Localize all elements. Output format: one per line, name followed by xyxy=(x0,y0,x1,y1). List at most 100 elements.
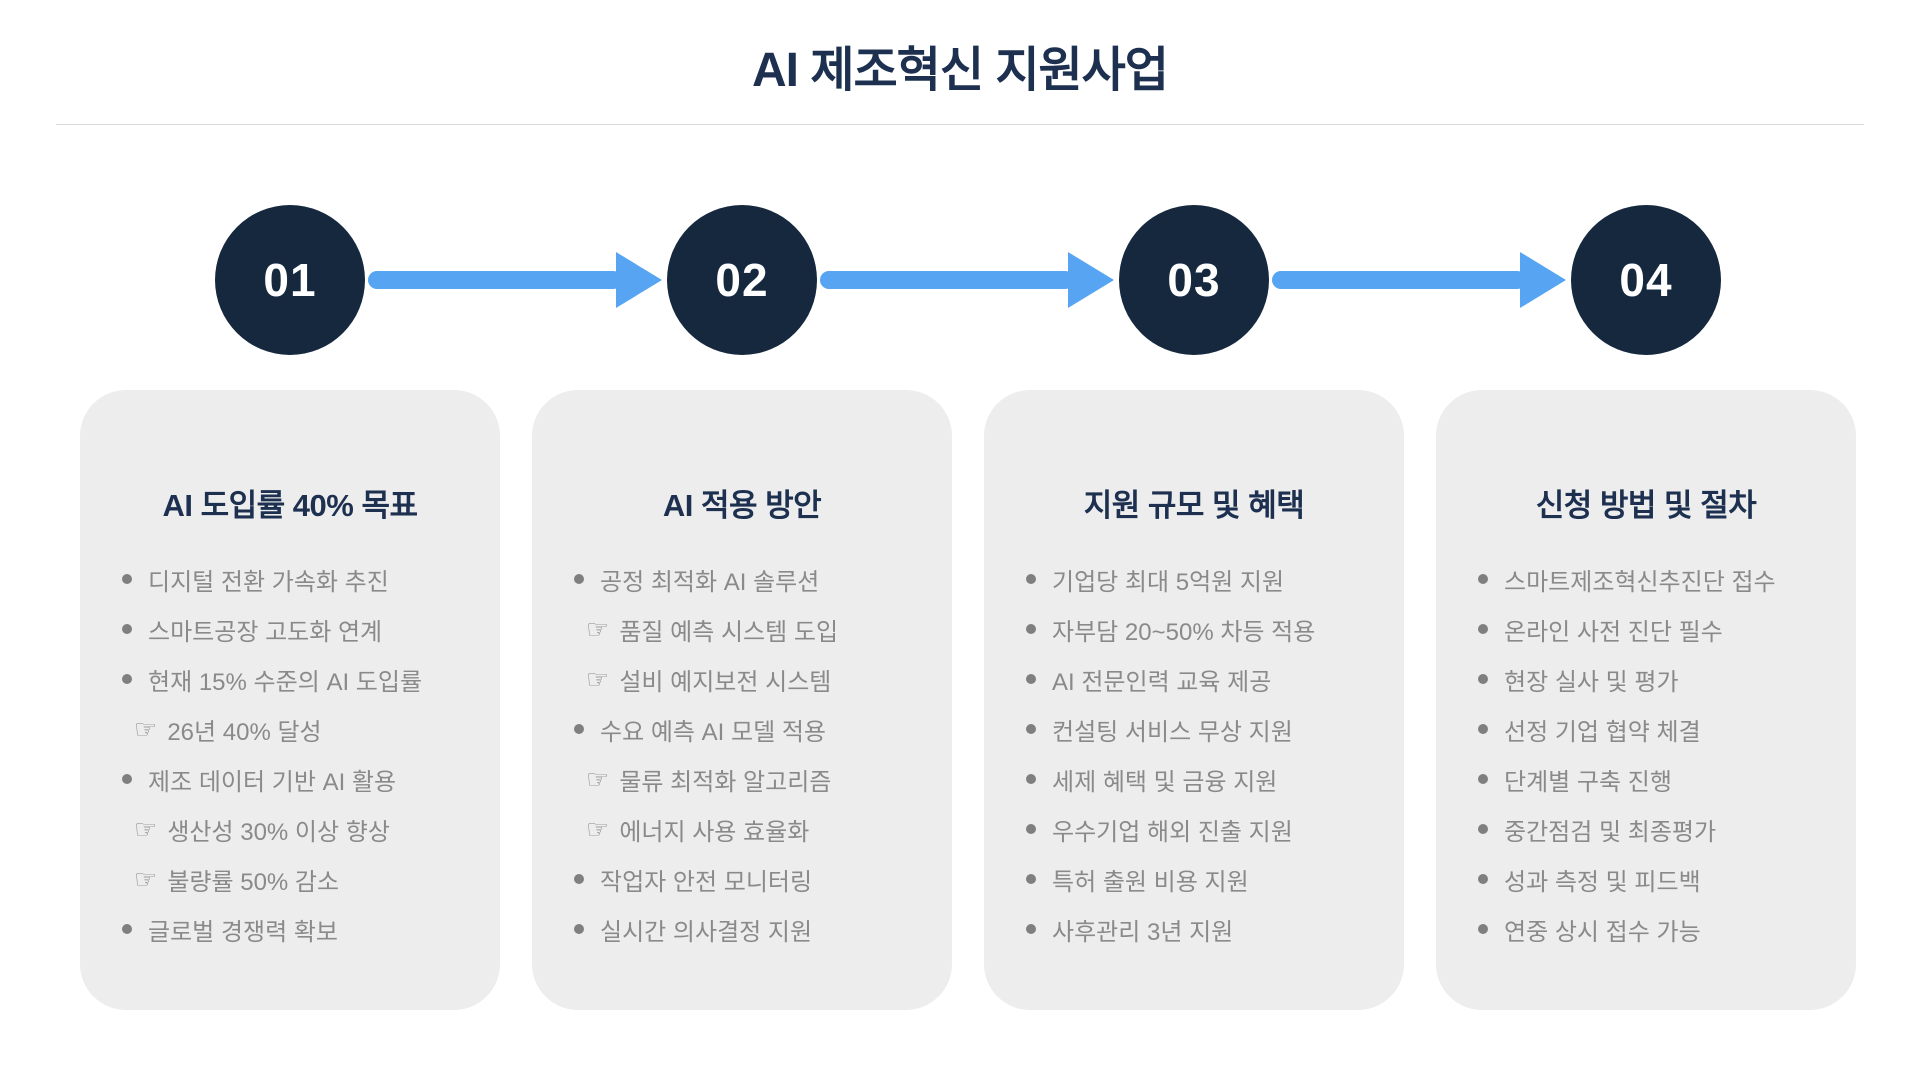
sub-list-item: ☞ 품질 예측 시스템 도입 xyxy=(532,604,952,654)
pointing-hand-icon: ☞ xyxy=(586,664,610,694)
list-item: 기업당 최대 5억원 지원 xyxy=(984,554,1404,604)
step-card-04: 신청 방법 및 절차 스마트제조혁신추진단 접수 온라인 사전 진단 필수 현장… xyxy=(1436,390,1856,1010)
list-item-text: 특허 출원 비용 지원 xyxy=(1052,868,1249,896)
bullet-icon xyxy=(1026,774,1036,784)
step-card-03: 지원 규모 및 혜택 기업당 최대 5억원 지원 자부담 20~50% 차등 적… xyxy=(984,390,1404,1010)
list-item-text: 연중 상시 접수 가능 xyxy=(1504,918,1701,946)
step-number: 01 xyxy=(263,254,317,306)
list-item-text: 단계별 구축 진행 xyxy=(1504,768,1672,796)
list-item-text: 물류 최적화 알고리즘 xyxy=(619,768,832,796)
list-item-text: 성과 측정 및 피드백 xyxy=(1504,868,1701,896)
bullet-icon xyxy=(1478,674,1488,684)
bullet-icon xyxy=(1026,624,1036,634)
list-item-text: 현장 실사 및 평가 xyxy=(1504,668,1679,696)
page-title: AI 제조혁신 지원사업 xyxy=(752,44,1169,97)
list-item: 자부담 20~50% 차등 적용 xyxy=(984,604,1404,654)
list-item-text: 자부담 20~50% 차등 적용 xyxy=(1052,618,1316,646)
list-item-text: 생산성 30% 이상 향상 xyxy=(167,818,390,846)
arrow-right-icon xyxy=(820,252,1114,308)
list-item: 중간점검 및 최종평가 xyxy=(1436,804,1856,854)
pointing-hand-icon: ☞ xyxy=(134,714,158,744)
bullet-icon xyxy=(1026,724,1036,734)
list-item-text: 불량률 50% 감소 xyxy=(167,868,340,896)
bullet-icon xyxy=(1478,724,1488,734)
list-item-text: 온라인 사전 진단 필수 xyxy=(1504,618,1723,646)
list-item: 성과 측정 및 피드백 xyxy=(1436,854,1856,904)
arrow-shaft xyxy=(368,271,622,289)
list-item: 컨설팅 서비스 무상 지원 xyxy=(984,704,1404,754)
list-item: 단계별 구축 진행 xyxy=(1436,754,1856,804)
step-number: 04 xyxy=(1619,254,1673,306)
sub-list-item: ☞ 생산성 30% 이상 향상 xyxy=(80,804,500,854)
bullet-icon xyxy=(1026,824,1036,834)
card-list: 스마트제조혁신추진단 접수 온라인 사전 진단 필수 현장 실사 및 평가 선정… xyxy=(1436,554,1856,954)
pointing-hand-icon: ☞ xyxy=(586,764,610,794)
sub-list-item: ☞ 물류 최적화 알고리즘 xyxy=(532,754,952,804)
pointing-hand-icon: ☞ xyxy=(586,614,610,644)
list-item: 사후관리 3년 지원 xyxy=(984,904,1404,954)
list-item-text: 제조 데이터 기반 AI 활용 xyxy=(148,768,397,796)
bullet-icon xyxy=(1026,924,1036,934)
bullet-icon xyxy=(122,624,132,634)
pointing-hand-icon: ☞ xyxy=(586,814,610,844)
list-item-text: 글로벌 경쟁력 확보 xyxy=(148,918,338,946)
arrow-right-icon xyxy=(1272,252,1566,308)
bullet-icon xyxy=(1478,924,1488,934)
list-item-text: 26년 40% 달성 xyxy=(167,718,322,746)
sub-list-item: ☞ 불량률 50% 감소 xyxy=(80,854,500,904)
list-item-text: 실시간 의사결정 지원 xyxy=(600,918,813,946)
list-item: 제조 데이터 기반 AI 활용 xyxy=(80,754,500,804)
list-item: 수요 예측 AI 모델 적용 xyxy=(532,704,952,754)
list-item-text: 사후관리 3년 지원 xyxy=(1052,918,1234,946)
arrow-right-icon xyxy=(368,252,662,308)
list-item: 작업자 안전 모니터링 xyxy=(532,854,952,904)
list-item: 글로벌 경쟁력 확보 xyxy=(80,904,500,954)
pointing-hand-icon: ☞ xyxy=(134,864,158,894)
card-title: 지원 규모 및 혜택 xyxy=(1083,488,1305,523)
list-item: 세제 혜택 및 금융 지원 xyxy=(984,754,1404,804)
list-item: 스마트제조혁신추진단 접수 xyxy=(1436,554,1856,604)
arrow-head xyxy=(1520,252,1566,308)
list-item-text: 수요 예측 AI 모델 적용 xyxy=(600,718,826,746)
list-item-text: 품질 예측 시스템 도입 xyxy=(619,618,839,646)
arrow-head xyxy=(1068,252,1114,308)
sub-list-item: ☞ 에너지 사용 효율화 xyxy=(532,804,952,854)
card-title: 신청 방법 및 절차 xyxy=(1535,488,1757,523)
list-item-text: 공정 최적화 AI 솔루션 xyxy=(600,568,820,596)
list-item: 특허 출원 비용 지원 xyxy=(984,854,1404,904)
card-list: 공정 최적화 AI 솔루션 ☞ 품질 예측 시스템 도입 ☞ 설비 예지보전 시스템… xyxy=(532,554,952,954)
bullet-icon xyxy=(1026,874,1036,884)
list-item-text: 작업자 안전 모니터링 xyxy=(600,868,813,896)
list-item: 현재 15% 수준의 AI 도입률 xyxy=(80,654,500,704)
step-number: 02 xyxy=(715,254,769,306)
step-circle-01: 01 xyxy=(215,205,365,355)
list-item-text: 우수기업 해외 진출 지원 xyxy=(1052,818,1293,846)
list-item-text: 컨설팅 서비스 무상 지원 xyxy=(1052,718,1293,746)
sub-list-item: ☞ 설비 예지보전 시스템 xyxy=(532,654,952,704)
bullet-icon xyxy=(1478,774,1488,784)
list-item: 스마트공장 고도화 연계 xyxy=(80,604,500,654)
bullet-icon xyxy=(574,874,584,884)
bullet-icon xyxy=(122,774,132,784)
list-item-text: 설비 예지보전 시스템 xyxy=(619,668,832,696)
step-circle-04: 04 xyxy=(1571,205,1721,355)
step-card-02: AI 적용 방안 공정 최적화 AI 솔루션 ☞품질 예측 시스템 도입 ☞설비… xyxy=(532,390,952,1010)
card-list: 기업당 최대 5억원 지원 자부담 20~50% 차등 적용 AI 전문인력 교… xyxy=(984,554,1404,954)
bullet-icon xyxy=(1026,674,1036,684)
list-item: AI 전문인력 교육 제공 xyxy=(984,654,1404,704)
list-item: 디지털 전환 가속화 추진 xyxy=(80,554,500,604)
sub-list-item: ☞ 26년 40% 달성 xyxy=(80,704,500,754)
list-item: 실시간 의사결정 지원 xyxy=(532,904,952,954)
bullet-icon xyxy=(1478,624,1488,634)
arrow-shaft xyxy=(1272,271,1526,289)
bullet-icon xyxy=(122,924,132,934)
list-item-text: 에너지 사용 효율화 xyxy=(619,818,810,846)
step-circle-03: 03 xyxy=(1119,205,1269,355)
step-circle-02: 02 xyxy=(667,205,817,355)
list-item-text: 현재 15% 수준의 AI 도입률 xyxy=(148,668,423,696)
list-item-text: 스마트공장 고도화 연계 xyxy=(148,618,383,646)
bullet-icon xyxy=(574,574,584,584)
pointing-hand-icon: ☞ xyxy=(134,814,158,844)
list-item: 현장 실사 및 평가 xyxy=(1436,654,1856,704)
list-item-text: 중간점검 및 최종평가 xyxy=(1504,818,1717,846)
